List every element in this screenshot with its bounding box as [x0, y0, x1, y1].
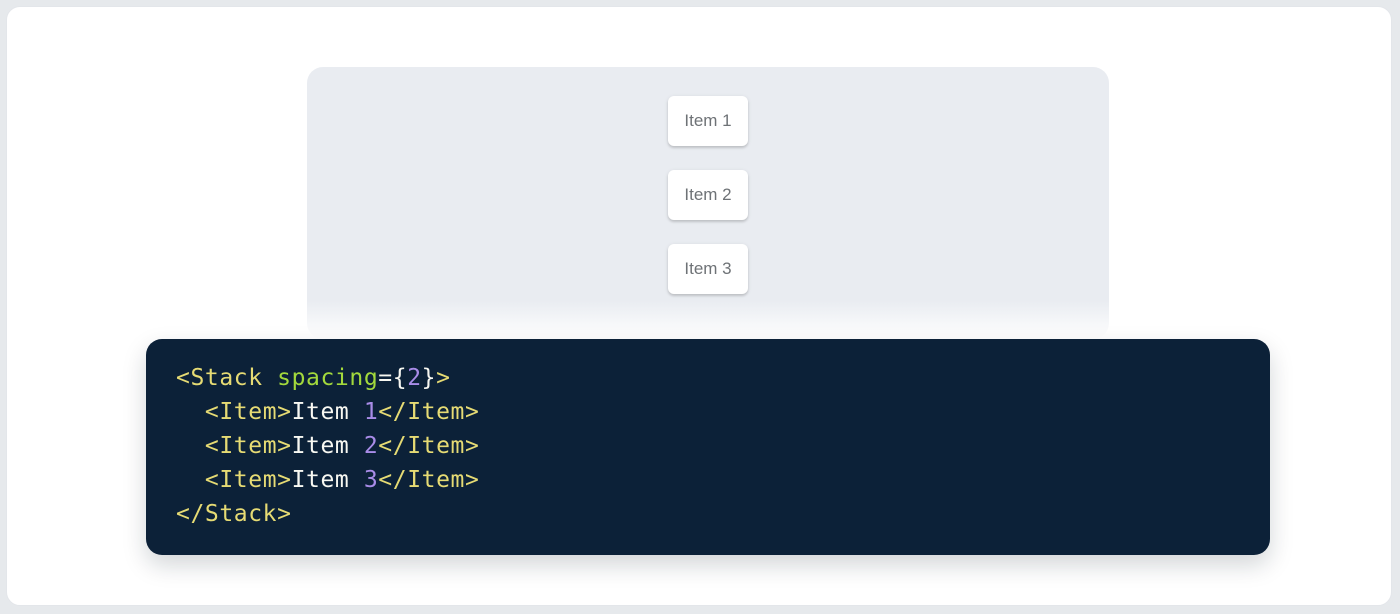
code-token: </Item>	[378, 399, 480, 425]
code-token: </Item>	[378, 467, 480, 493]
stack-item-label: Item 2	[684, 185, 732, 204]
code-token	[176, 399, 205, 425]
code-token: <Item>	[204, 399, 292, 425]
page-card: Item 1 Item 2 Item 3 <Stack spacing={2}>…	[6, 6, 1392, 606]
stack-item: Item 3	[668, 244, 748, 294]
code-token: >	[436, 365, 451, 391]
code-token: 3	[363, 467, 379, 493]
code-token: <Item>	[204, 433, 292, 459]
code-token: }	[421, 365, 437, 391]
code-block: <Stack spacing={2}> <Item>Item 1</Item> …	[146, 339, 1270, 555]
code-token: <Stack	[176, 365, 263, 391]
stack-item: Item 1	[668, 96, 748, 146]
stack-item-label: Item 3	[684, 259, 732, 278]
code-token: </Item>	[378, 433, 480, 459]
code-token: Item	[291, 433, 364, 459]
code-line: </Stack>	[176, 497, 1240, 531]
code-token: Item	[291, 467, 364, 493]
code-token: spacing	[277, 365, 379, 391]
code-token: <Item>	[204, 467, 292, 493]
stack-container: Item 1 Item 2 Item 3	[668, 96, 748, 294]
code-token: {	[392, 365, 408, 391]
code-line: <Stack spacing={2}>	[176, 361, 1240, 395]
code-token: 2	[407, 365, 422, 391]
code-token: 1	[363, 399, 379, 425]
code-token: =	[378, 365, 393, 391]
code-token	[176, 433, 205, 459]
code-content: <Stack spacing={2}> <Item>Item 1</Item> …	[176, 361, 1240, 531]
code-line: <Item>Item 3</Item>	[176, 463, 1240, 497]
code-line: <Item>Item 1</Item>	[176, 395, 1240, 429]
code-token	[176, 467, 205, 493]
code-token	[263, 365, 277, 391]
stack-item-label: Item 1	[684, 111, 732, 130]
code-token: </Stack>	[176, 501, 292, 527]
code-token: 2	[363, 433, 379, 459]
stack-demo-panel: Item 1 Item 2 Item 3	[307, 67, 1109, 339]
code-line: <Item>Item 2</Item>	[176, 429, 1240, 463]
code-token: Item	[291, 399, 364, 425]
stack-item: Item 2	[668, 170, 748, 220]
